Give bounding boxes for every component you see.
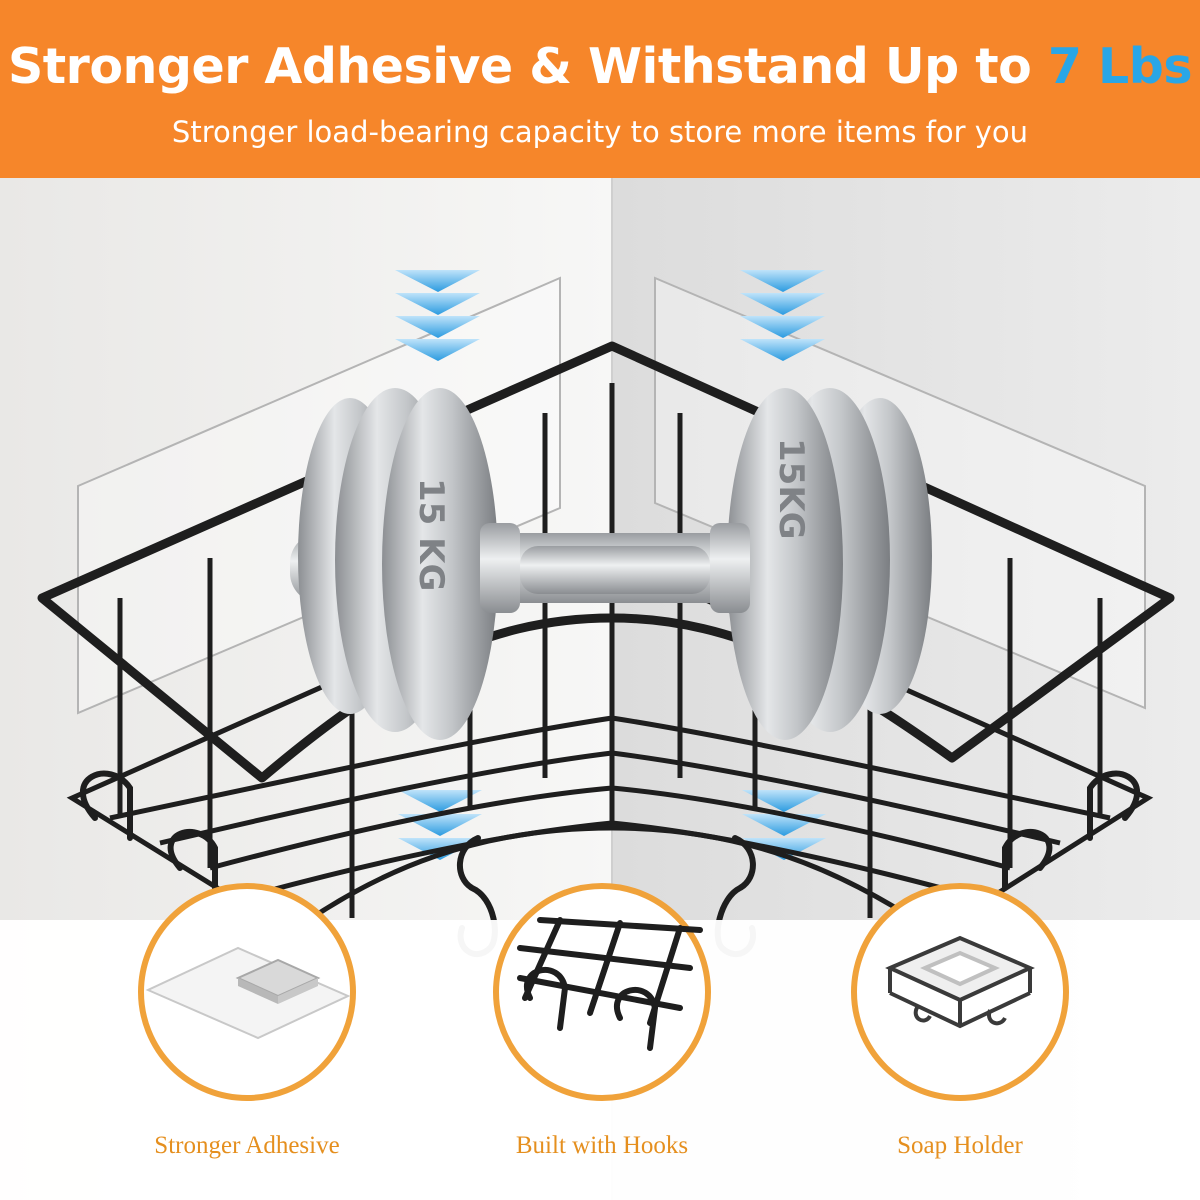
callout-label-soap: Soap Holder xyxy=(897,1132,1023,1159)
dumbbell-plate-left-front xyxy=(382,388,498,740)
subheadline: Stronger load-bearing capacity to store … xyxy=(171,115,1029,149)
dumbbell-collar-left xyxy=(480,523,520,613)
side-hooks xyxy=(79,770,1141,891)
headline: Stronger Adhesive & Withstand Up to 7 Lb… xyxy=(0,38,1200,95)
callout-adhesive xyxy=(138,883,356,1101)
soap-holder-icon xyxy=(885,935,1035,1029)
headline-accent: 7 Lbs xyxy=(1047,38,1193,95)
dumbbell-plate-right-front xyxy=(727,388,843,740)
dumbbell: 15 KG 15KG xyxy=(290,388,932,740)
dumbbell-plate-left-text: 15 KG xyxy=(411,478,451,591)
hooks-icon xyxy=(517,917,703,1051)
down-arrows-top-left xyxy=(395,270,480,361)
dumbbell-plate-right-text: 15KG xyxy=(771,438,811,540)
header-banner xyxy=(0,0,1200,178)
dumbbell-collar-right xyxy=(710,523,750,613)
adhesive-pad-icon xyxy=(145,946,351,1040)
down-arrows-top-right xyxy=(740,270,825,361)
product-scene: 15 KG 15KG xyxy=(0,178,1200,1200)
headline-main: Stronger Adhesive & Withstand Up to xyxy=(7,38,1048,95)
callout-hooks xyxy=(493,883,711,1101)
callout-label-hooks: Built with Hooks xyxy=(515,1132,689,1159)
callout-soap xyxy=(851,883,1069,1101)
pressure-arrows xyxy=(395,270,826,860)
callout-label-adhesive: Stronger Adhesive xyxy=(154,1132,340,1159)
dumbbell-handle xyxy=(520,546,710,594)
